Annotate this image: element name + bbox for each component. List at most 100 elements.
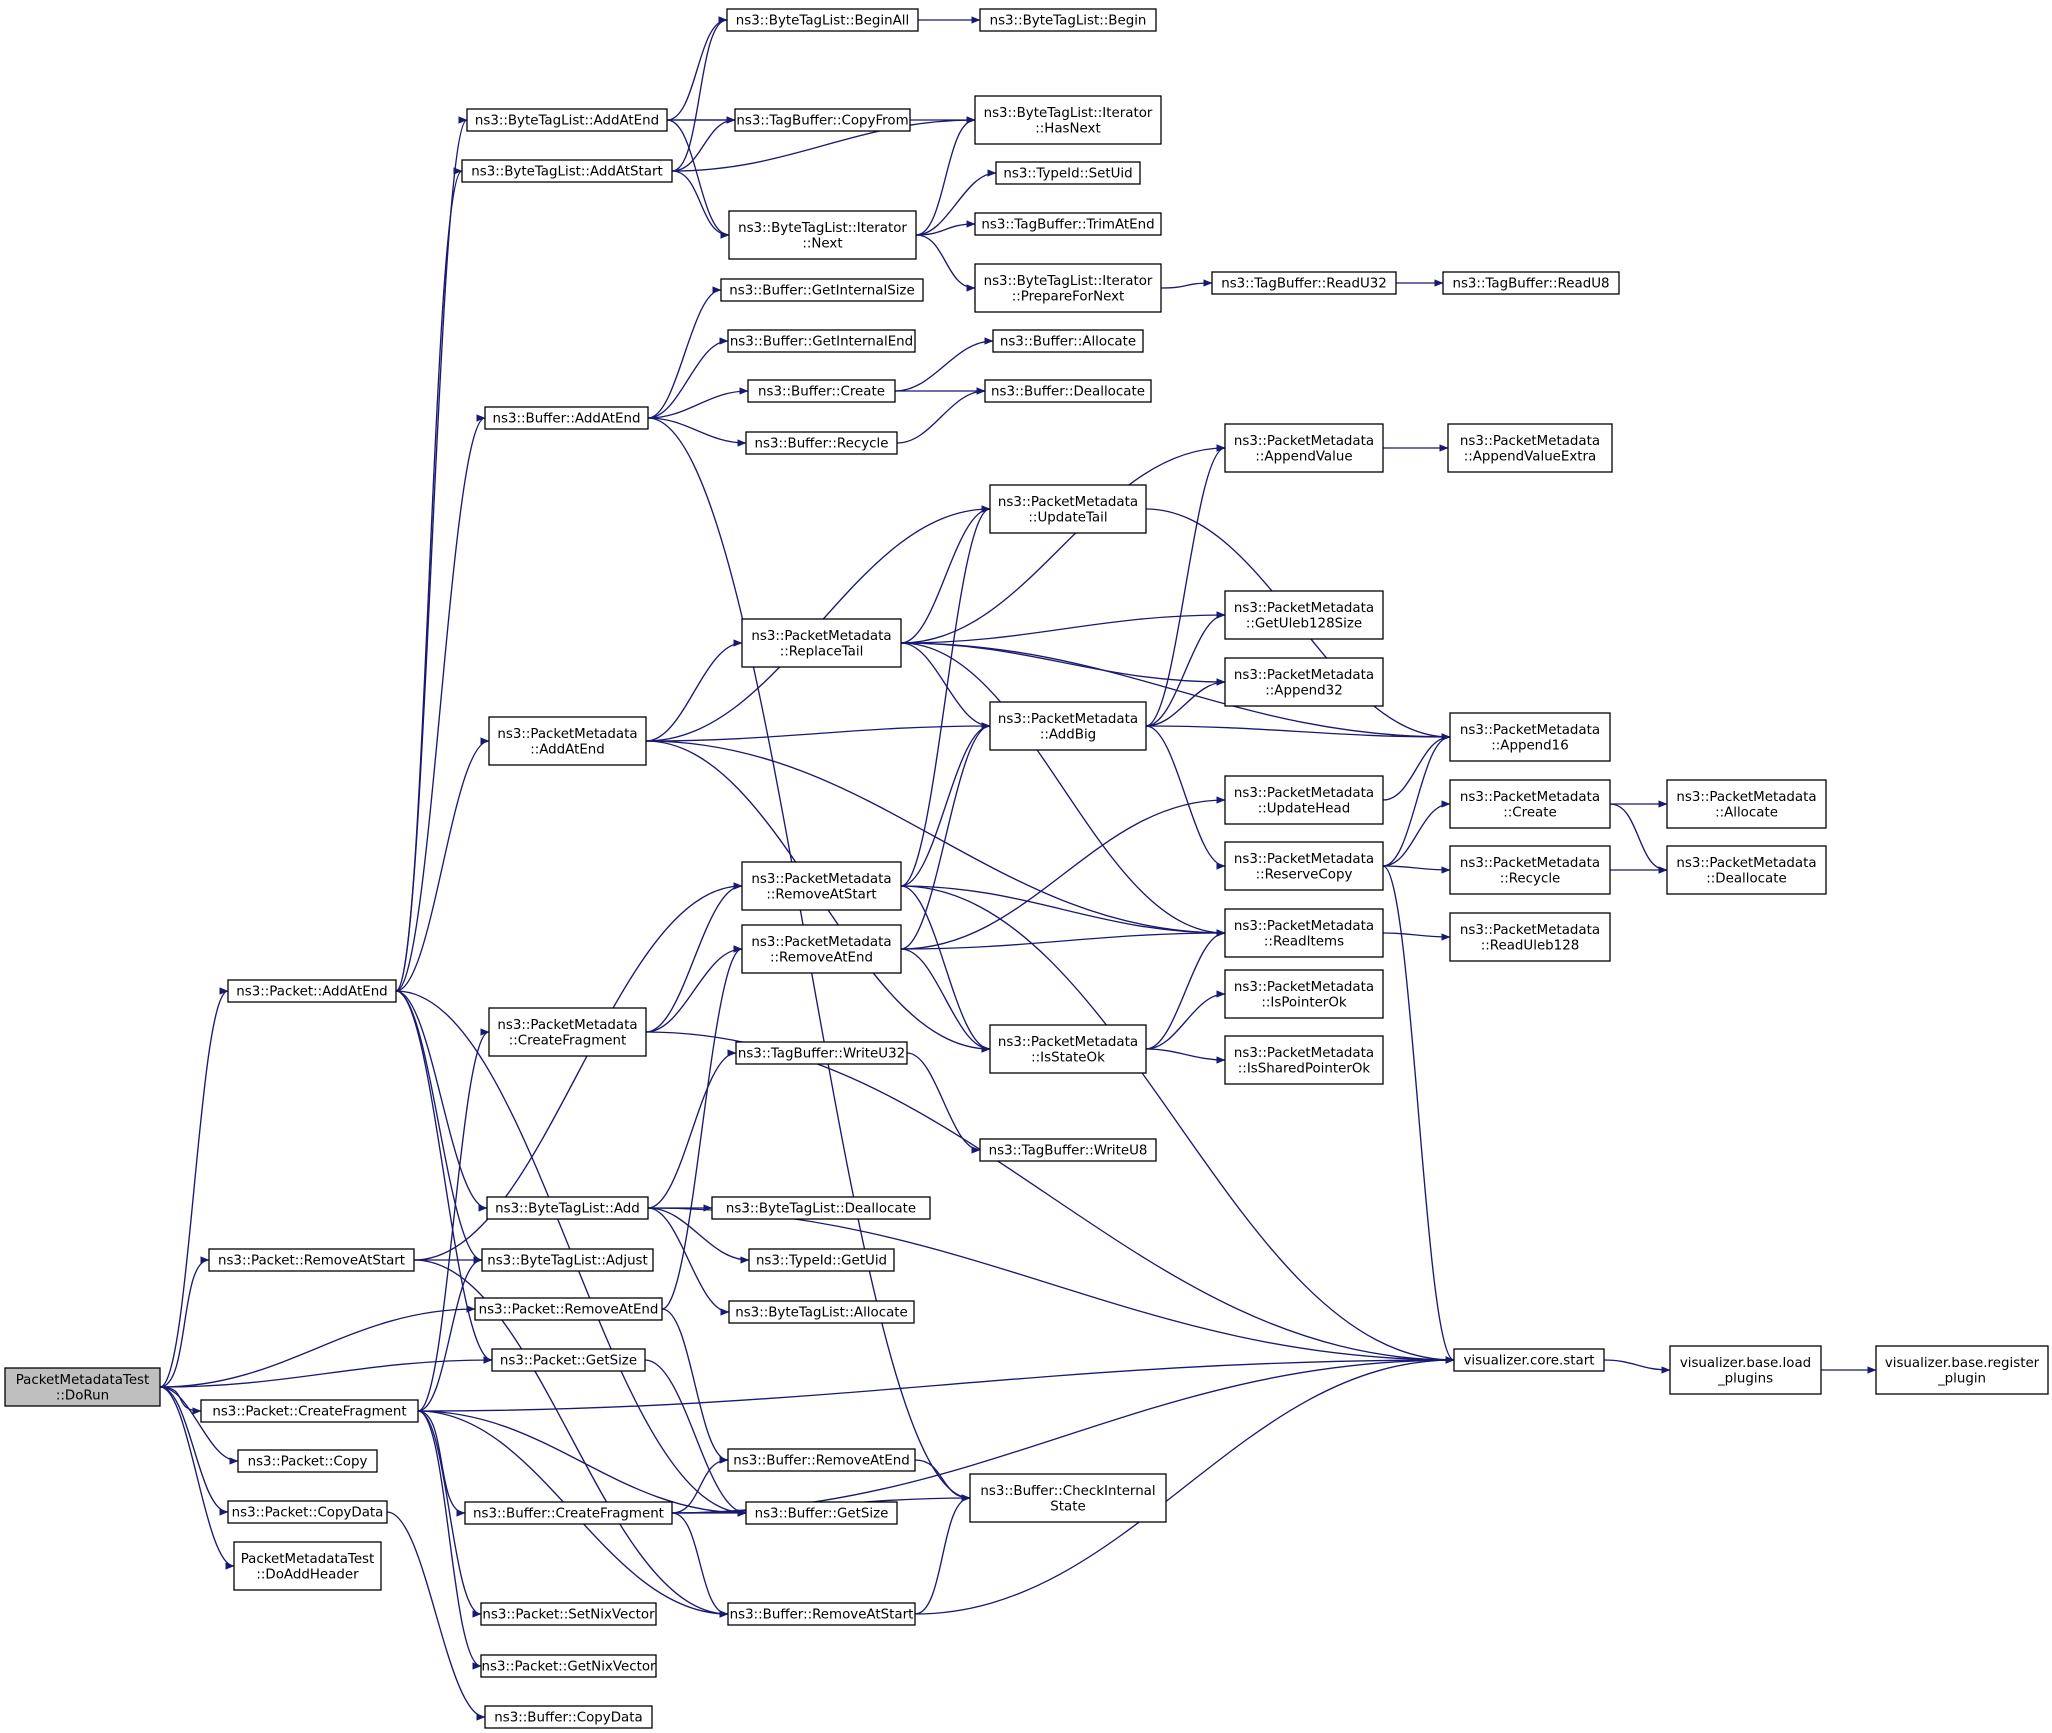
node-n65[interactable]: ns3::TagBuffer::ReadU8 (1442, 271, 1620, 295)
node-label-line: ns3::Buffer::GetSize (755, 1507, 889, 1522)
node-label-line: ::ReserveCopy (1256, 867, 1353, 882)
node-n39[interactable]: ns3::TypeId::SetUid (995, 161, 1141, 185)
edge-n61-n67 (1609, 803, 1668, 874)
node-n59[interactable]: ns3::PacketMetadata::AppendValueExtra (1447, 423, 1613, 473)
node-n31[interactable]: ns3::ByteTagList::Deallocate (711, 1196, 931, 1220)
edge-n45-n51 (1145, 611, 1226, 727)
edge-n36-n48 (914, 1494, 971, 1615)
node-n32[interactable]: ns3::TypeId::GetUid (748, 1248, 895, 1272)
node-n35[interactable]: ns3::Buffer::GetSize (745, 1501, 898, 1525)
node-n0[interactable]: PacketMetadataTest::DoRun (4, 1367, 161, 1407)
node-n66[interactable]: ns3::PacketMetadata::Allocate (1666, 779, 1827, 829)
node-n9[interactable]: ns3::Buffer::AddAtEnd (484, 406, 649, 430)
node-n36[interactable]: ns3::Buffer::RemoveAtStart (727, 1602, 916, 1626)
node-box (995, 161, 1141, 185)
edge-n1-n13 (395, 990, 483, 1264)
edge-n0-n6 (159, 1386, 235, 1570)
node-n6[interactable]: PacketMetadataTest::DoAddHeader (233, 1541, 382, 1591)
node-n56[interactable]: ns3::PacketMetadata::IsPointerOk (1224, 969, 1384, 1019)
edge-n0-n4 (159, 1386, 239, 1465)
node-n7[interactable]: ns3::ByteTagList::AddAtEnd (466, 108, 668, 132)
node-n22[interactable]: ns3::ByteTagList::Iterator::Next (728, 210, 917, 260)
node-n24[interactable]: ns3::Buffer::GetInternalEnd (727, 329, 916, 353)
node-label-line: ::PrepareForNext (1012, 289, 1125, 304)
node-n18[interactable]: ns3::Packet::GetNixVector (480, 1654, 657, 1678)
node-n57[interactable]: ns3::PacketMetadata::IsSharedPointerOk (1224, 1035, 1384, 1085)
node-n2[interactable]: ns3::Packet::RemoveAtStart (208, 1248, 415, 1272)
node-n40[interactable]: ns3::TagBuffer::TrimAtEnd (974, 212, 1162, 236)
node-n20[interactable]: ns3::ByteTagList::BeginAll (726, 8, 919, 32)
node-n38[interactable]: ns3::ByteTagList::Iterator::HasNext (974, 95, 1162, 145)
node-n28[interactable]: ns3::PacketMetadata::RemoveAtStart (741, 861, 902, 911)
node-n42[interactable]: ns3::Buffer::Allocate (992, 329, 1144, 353)
node-n61[interactable]: ns3::PacketMetadata::Create (1449, 779, 1611, 829)
node-n58[interactable]: ns3::TagBuffer::ReadU32 (1211, 271, 1397, 295)
node-n62[interactable]: ns3::PacketMetadata::Recycle (1449, 845, 1611, 895)
node-label-line: ns3::ByteTagList::Iterator (984, 106, 1153, 121)
node-box (969, 1473, 1167, 1523)
node-box (1449, 912, 1611, 962)
node-n26[interactable]: ns3::Buffer::Recycle (745, 431, 898, 455)
node-box (745, 431, 898, 455)
node-label-line: ns3::PacketMetadata (1234, 434, 1374, 449)
node-label-line: ::DoRun (56, 1388, 109, 1403)
node-n47[interactable]: ns3::TagBuffer::WriteU8 (979, 1138, 1157, 1162)
node-n15[interactable]: ns3::Packet::GetSize (491, 1348, 646, 1372)
node-n60[interactable]: ns3::PacketMetadata::Append16 (1449, 712, 1611, 762)
node-n63[interactable]: ns3::PacketMetadata::ReadUleb128 (1449, 912, 1611, 962)
node-n55[interactable]: ns3::PacketMetadata::ReadItems (1224, 908, 1384, 958)
node-n4[interactable]: ns3::Packet::Copy (237, 1449, 378, 1473)
node-n68[interactable]: visualizer.base.register_plugin (1875, 1345, 2049, 1395)
node-n8[interactable]: ns3::ByteTagList::AddAtStart (461, 159, 673, 183)
node-label-line: ns3::PacketMetadata (1460, 856, 1600, 871)
node-n23[interactable]: ns3::Buffer::GetInternalSize (720, 278, 924, 302)
node-box (474, 1297, 663, 1321)
edge-n3-n16 (417, 1410, 466, 1517)
node-n37[interactable]: ns3::ByteTagList::Begin (979, 8, 1157, 32)
node-n10[interactable]: ns3::PacketMetadata::AddAtEnd (488, 716, 647, 766)
node-box (974, 95, 1162, 145)
node-n34[interactable]: ns3::Buffer::RemoveAtEnd (727, 1448, 916, 1472)
edge-n12-n32 (647, 1207, 750, 1264)
node-n51[interactable]: ns3::PacketMetadata::GetUleb128Size (1224, 590, 1384, 640)
node-n14[interactable]: ns3::Packet::RemoveAtEnd (474, 1297, 663, 1321)
node-n3[interactable]: ns3::Packet::CreateFragment (200, 1399, 419, 1423)
node-n17[interactable]: ns3::Packet::SetNixVector (480, 1602, 657, 1626)
node-n5[interactable]: ns3::Packet::CopyData (227, 1500, 388, 1524)
node-n50[interactable]: ns3::PacketMetadata::AppendValue (1224, 423, 1384, 473)
node-label-line: ns3::PacketMetadata (1234, 1046, 1374, 1061)
node-n41[interactable]: ns3::ByteTagList::Iterator::PrepareForNe… (974, 263, 1162, 313)
node-n46[interactable]: ns3::PacketMetadata::IsStateOk (989, 1024, 1147, 1074)
edge-n5-n19 (386, 1511, 486, 1721)
node-n1[interactable]: ns3::Packet::AddAtEnd (227, 979, 397, 1003)
node-label-line: State (1050, 1499, 1085, 1514)
node-n21[interactable]: ns3::TagBuffer::CopyFrom (734, 108, 911, 132)
node-n44[interactable]: ns3::PacketMetadata::UpdateTail (989, 484, 1147, 534)
node-label-line: ns3::PacketMetadata (1234, 980, 1374, 995)
node-n30[interactable]: ns3::TagBuffer::WriteU32 (735, 1041, 908, 1065)
node-label-line: ns3::Packet::Copy (248, 1455, 368, 1470)
node-box (748, 1248, 895, 1272)
node-n54[interactable]: ns3::PacketMetadata::ReserveCopy (1224, 841, 1384, 891)
node-n29[interactable]: ns3::PacketMetadata::RemoveAtEnd (741, 924, 902, 974)
node-n53[interactable]: ns3::PacketMetadata::UpdateHead (1224, 775, 1384, 825)
node-box (989, 484, 1147, 534)
node-n11[interactable]: ns3::PacketMetadata::CreateFragment (488, 1007, 647, 1057)
node-n12[interactable]: ns3::ByteTagList::Add (486, 1196, 649, 1220)
node-n43[interactable]: ns3::Buffer::Deallocate (984, 379, 1152, 403)
node-label-line: ::Next (802, 236, 842, 251)
node-n25[interactable]: ns3::Buffer::Create (747, 379, 896, 403)
node-n52[interactable]: ns3::PacketMetadata::Append32 (1224, 657, 1384, 707)
node-box (727, 1602, 916, 1626)
node-n67[interactable]: ns3::PacketMetadata::Deallocate (1666, 845, 1827, 895)
node-n49[interactable]: visualizer.core.start (1453, 1348, 1605, 1372)
node-n13[interactable]: ns3::ByteTagList::Adjust (481, 1248, 654, 1272)
node-box (728, 210, 917, 260)
node-n16[interactable]: ns3::Buffer::CreateFragment (464, 1501, 673, 1525)
node-n45[interactable]: ns3::PacketMetadata::AddBig (989, 701, 1147, 751)
node-n33[interactable]: ns3::ByteTagList::Allocate (728, 1300, 915, 1324)
node-n19[interactable]: ns3::Buffer::CopyData (484, 1705, 653, 1729)
node-n64[interactable]: visualizer.base.load_plugins (1669, 1345, 1822, 1395)
node-n27[interactable]: ns3::PacketMetadata::ReplaceTail (741, 618, 902, 668)
